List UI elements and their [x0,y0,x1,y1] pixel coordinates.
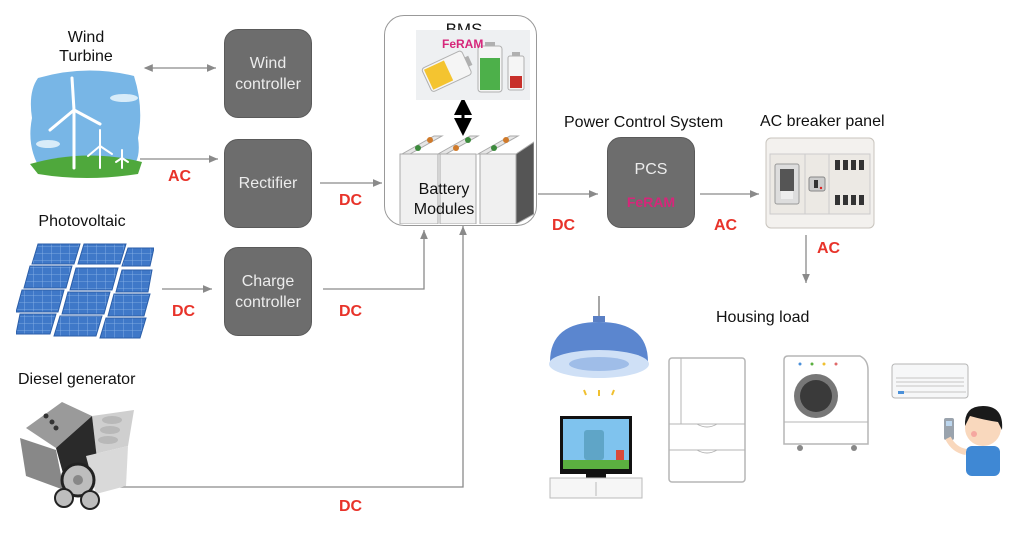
wind-controller-line1: Wind [249,54,287,72]
rectifier-box[interactable]: Rectifier [224,139,312,228]
current-label-breaker-ac: AC [817,240,841,257]
charge-controller-line1: Charge [241,272,295,290]
pcs-box[interactable]: PCS FeRAM [607,137,695,228]
air-conditioner-icon [891,363,969,399]
diesel-generator-label: Diesel generator [18,371,136,388]
ceiling-lamp-icon [549,296,649,396]
bms-container[interactable] [384,15,537,226]
refrigerator-icon [668,357,746,483]
current-label-battery-dc: DC [552,217,576,234]
washing-machine-icon [783,355,869,451]
bms-feram-label: FeRAM [442,37,484,51]
breaker-heading: AC breaker panel [760,113,885,130]
battery-modules-label: Battery Modules [404,180,484,220]
wind-controller-line2: controller [235,75,301,93]
current-label-diesel-dc: DC [339,498,363,515]
current-label-wind-ac: AC [168,168,192,185]
pcs-label: PCS [634,160,668,178]
wind-turbine-label: Wind Turbine [46,28,126,66]
wind-turbine-icon [30,70,142,178]
battery-level-icon [416,30,530,100]
person-remote-icon [944,406,1003,476]
pcs-feram-label: FeRAM [626,193,676,210]
housing-heading: Housing load [716,309,810,326]
rectifier-label: Rectifier [238,175,298,192]
pcs-heading: Power Control System [564,114,724,131]
current-label-rectifier-dc: DC [339,192,363,209]
current-label-pv-dc: DC [172,303,196,320]
battery-module-icon [394,134,535,225]
current-label-pcs-ac: AC [714,217,738,234]
charge-controller-box[interactable]: Charge controller [224,247,312,336]
breaker-panel-icon [765,137,875,229]
solar-panel-icon [16,243,154,339]
charge-controller-line2: controller [235,293,301,311]
arrow-diesel-battery [120,226,467,488]
photovoltaic-label: Photovoltaic [38,213,126,230]
current-label-charge-dc: DC [339,303,363,320]
battery-modules-line2: Modules [413,201,475,218]
wind-turbine-label-line2: Turbine [59,48,113,65]
battery-modules-line1: Battery [418,181,470,198]
wind-controller-box[interactable]: Wind controller [224,29,312,118]
arrow-charge-battery [323,230,428,290]
tv-icon [549,416,643,499]
wind-turbine-label-line1: Wind [67,29,105,46]
engine-icon [20,402,134,510]
